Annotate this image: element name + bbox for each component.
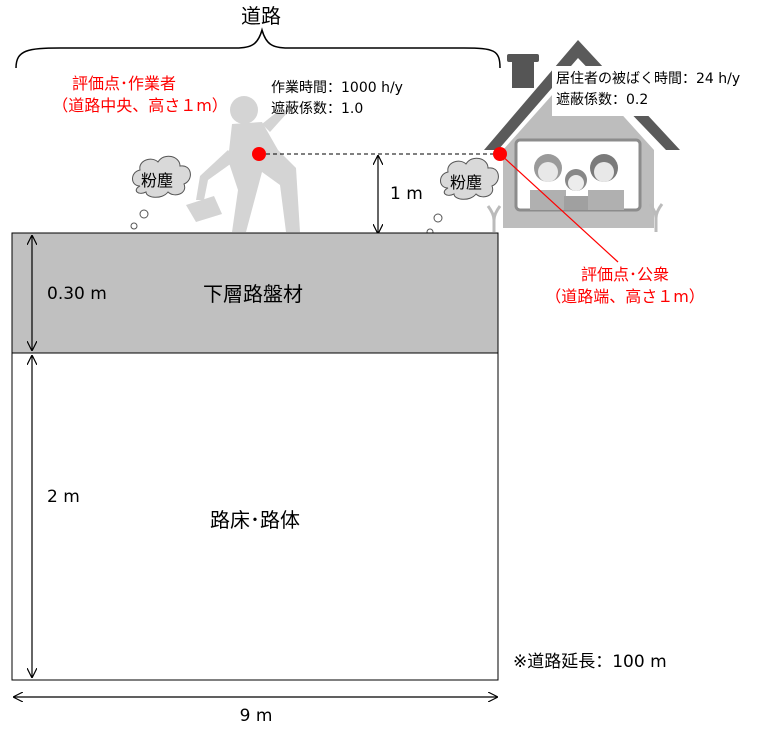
subbase-thickness-label: 0.30 m [47, 284, 107, 304]
house-illustration [484, 40, 680, 232]
road-length-note: ※道路延長：100 m [513, 652, 667, 672]
worker-silhouette [186, 96, 300, 232]
resident-exposure-time-label: 居住者の被ばく時間：24 h/y [556, 71, 741, 87]
public-point-subtitle: （道路端、高さ１m） [545, 287, 705, 306]
dust-label-right: 粉塵 [450, 173, 483, 192]
dust-label-left: 粉塵 [141, 171, 174, 190]
road-width-label: 9 m [239, 706, 273, 726]
dust-cloud-left [121, 155, 191, 241]
subbase-layer-label: 下層路盤材 [203, 282, 303, 306]
work-time-label: 作業時間：1000 h/y [271, 80, 403, 96]
public-shielding-label: 遮蔽係数：0.2 [556, 92, 649, 108]
public-point-leader [499, 153, 619, 263]
worker-point-title: 評価点･作業者 [71, 74, 177, 93]
height-label: 1 m [390, 184, 423, 204]
worker-shielding-label: 遮蔽係数：1.0 [271, 101, 364, 117]
public-point-title: 評価点･公衆 [580, 265, 670, 284]
worker-point-subtitle: （道路中央、高さ１m） [52, 96, 228, 115]
public-evaluation-point [493, 147, 507, 161]
subgrade-layer-label: 路床･路体 [210, 508, 300, 532]
worker-evaluation-point [252, 147, 266, 161]
road-brace [15, 27, 501, 69]
subgrade-layer [11, 352, 499, 681]
subgrade-thickness-label: 2 m [47, 487, 80, 507]
road-label: 道路 [241, 4, 281, 28]
dust-cloud-right [421, 157, 499, 245]
